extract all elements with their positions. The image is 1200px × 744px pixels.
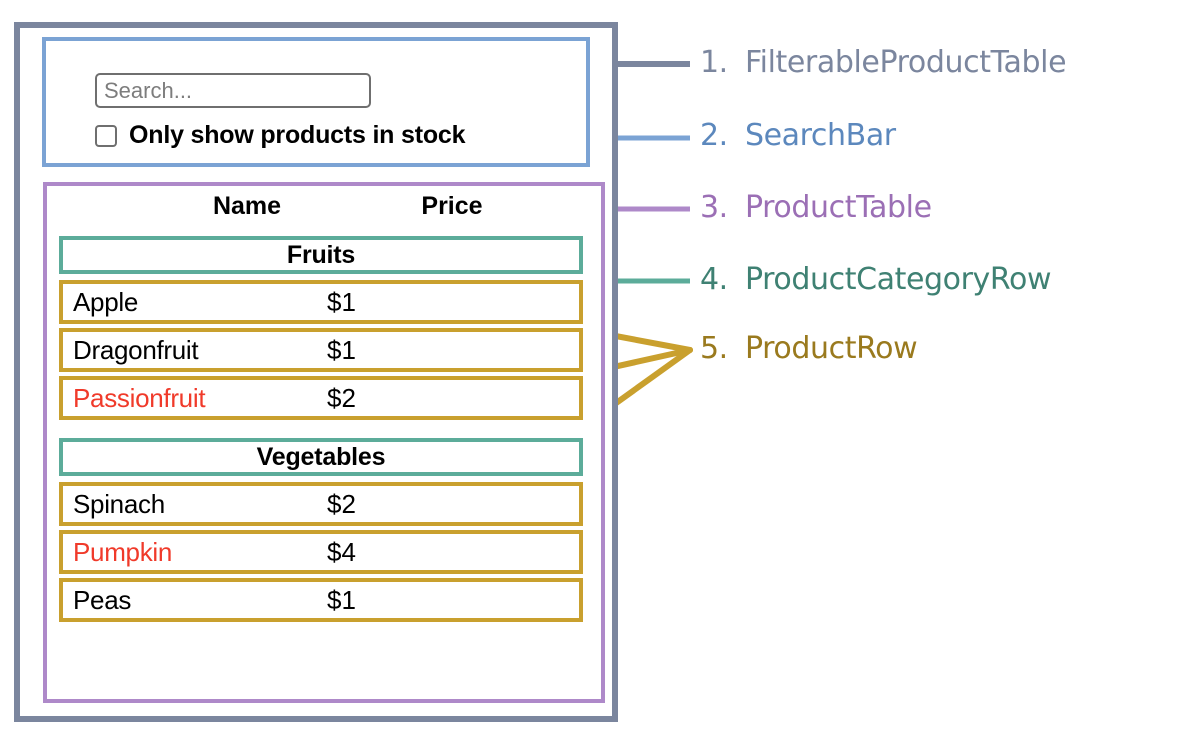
product-row-price: $1 (327, 287, 356, 317)
product-row-price: $1 (327, 585, 356, 615)
legend-number: 2. (700, 118, 728, 153)
product-category-row-label: Vegetables (256, 442, 386, 471)
product-row-name: Peas (73, 585, 132, 615)
product-row-price: $2 (327, 383, 356, 413)
in-stock-filter-row[interactable]: Only show products in stock (95, 121, 466, 150)
product-row-name: Pumpkin (73, 537, 173, 567)
legend-item-filterable-product-table: 1. FilterableProductTable (700, 45, 1067, 80)
product-row-name: Passionfruit (73, 383, 206, 413)
legend-text: ProductCategoryRow (744, 262, 1052, 297)
product-category-row: Fruits (59, 236, 583, 274)
legend-number: 4. (700, 262, 728, 297)
legend-number: 3. (700, 190, 728, 225)
product-category-row: Vegetables (59, 438, 583, 476)
product-row-price: $1 (327, 335, 356, 365)
legend-text: FilterableProductTable (744, 45, 1067, 80)
legend-item-product-category-row: 4. ProductCategoryRow (700, 262, 1052, 297)
product-table-boundary: Name Price Fruits Apple $1 Dragonfruit $… (43, 182, 605, 703)
search-input[interactable]: Search... (95, 73, 371, 108)
column-header-price: Price (421, 192, 483, 220)
search-bar-boundary: Search... Only show products in stock (42, 37, 590, 167)
product-row-name: Dragonfruit (73, 335, 199, 365)
product-row-price: $2 (327, 489, 356, 519)
legend-item-product-table: 3. ProductTable (700, 193, 932, 223)
product-category-row-label: Fruits (286, 240, 356, 269)
product-row: Peas $1 (59, 578, 583, 622)
product-row: Spinach $2 (59, 482, 583, 526)
in-stock-checkbox-label: Only show products in stock (129, 121, 466, 149)
column-header-name: Name (212, 192, 282, 220)
legend-item-product-row: 5. ProductRow (700, 331, 918, 366)
legend-text: ProductRow (744, 331, 918, 366)
product-row: Dragonfruit $1 (59, 328, 583, 372)
in-stock-checkbox[interactable] (95, 124, 117, 147)
legend-number: 1. (700, 45, 728, 80)
product-row: Pumpkin $4 (59, 530, 583, 574)
search-input-placeholder: Search... (104, 77, 193, 103)
legend-item-search-bar: 2. SearchBar (700, 121, 896, 151)
product-row: Apple $1 (59, 280, 583, 324)
product-row-price: $4 (327, 537, 356, 567)
product-row-name: Apple (73, 287, 138, 317)
product-row-name: Spinach (73, 489, 165, 519)
product-table-header-row: Name Price (47, 192, 601, 232)
legend-text: SearchBar (744, 118, 896, 153)
legend-number: 5. (700, 331, 728, 366)
product-row: Passionfruit $2 (59, 376, 583, 420)
legend-text: ProductTable (744, 190, 932, 225)
